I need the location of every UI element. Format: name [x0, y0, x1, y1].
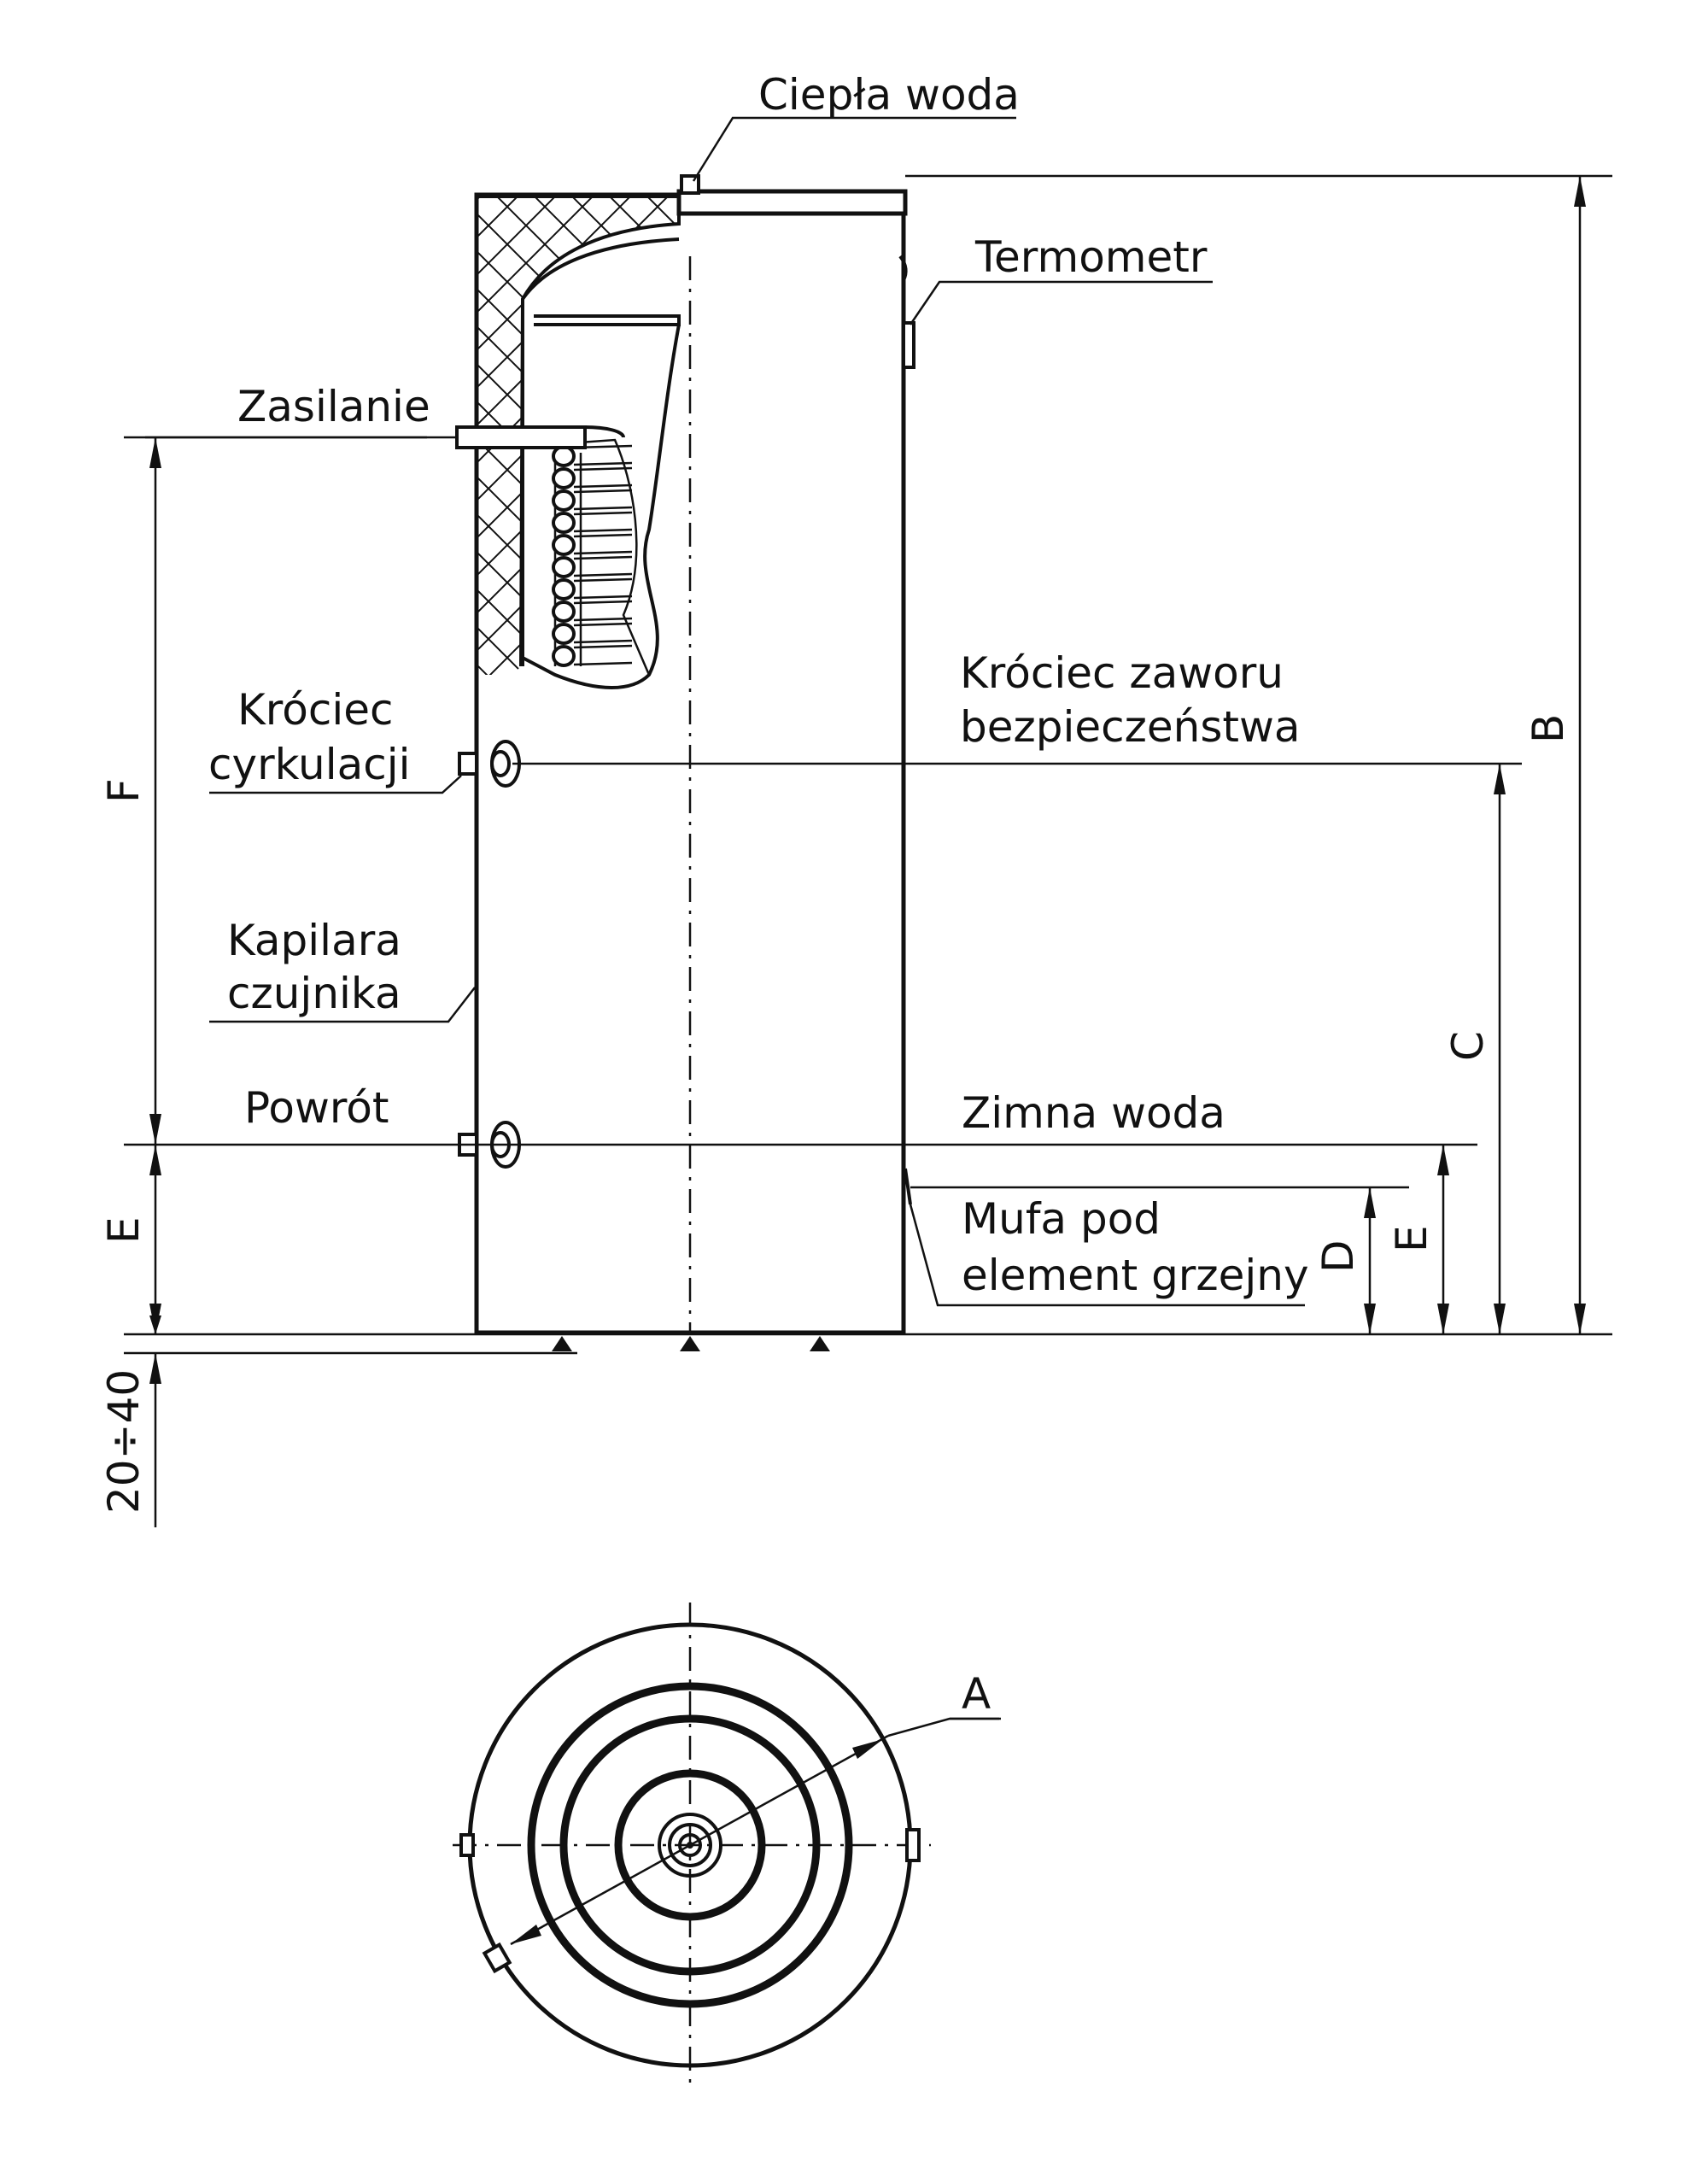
- dim-label-E-left: E: [99, 1216, 149, 1244]
- top-view: [453, 1603, 1001, 2083]
- reference-lines: [124, 116, 1612, 1355]
- dimension-lines: [149, 176, 1586, 1527]
- heater-muff: [904, 1168, 912, 1205]
- label-sensor-line1: Kapilara: [227, 916, 401, 965]
- label-safety-valve-line1: Króciec zaworu: [960, 648, 1284, 698]
- dim-label-B: B: [1524, 714, 1573, 743]
- inner-ring-3: [614, 1769, 766, 1921]
- coil-turn: [573, 533, 633, 555]
- circulation-connector: [458, 740, 521, 788]
- coil-turn: [573, 644, 633, 666]
- label-circulation-line2: cyrkulacji: [208, 740, 411, 789]
- coil-turn: [573, 489, 633, 511]
- dim-label-C: C: [1443, 1031, 1493, 1061]
- inner-ring-4: [658, 1813, 722, 1878]
- coil-turn: [573, 511, 633, 533]
- tank-lid: [676, 189, 908, 216]
- label-thermometer: Termometr: [974, 232, 1208, 282]
- coil-turn: [573, 466, 633, 489]
- label-cold-water: Zimna woda: [962, 1088, 1225, 1138]
- coil-loop: [552, 623, 576, 645]
- coil-loop: [552, 578, 576, 601]
- inner-ring-2: [559, 1714, 821, 1976]
- foot-left: [552, 1336, 572, 1351]
- dim-label-F: F: [99, 778, 149, 803]
- label-supply: Zasilanie: [237, 382, 430, 431]
- foot-center: [680, 1336, 700, 1351]
- inner-ring-5: [668, 1823, 712, 1867]
- dim-label-feet: 20÷40: [99, 1369, 149, 1514]
- label-sensor-line2: czujnika: [227, 969, 401, 1018]
- label-heater-line1: Mufa pod: [962, 1194, 1161, 1244]
- label-hot-water: Ciepła woda: [758, 70, 1020, 120]
- top-view-nub-right: [905, 1828, 921, 1862]
- dimension-labels: B C E D F E 20÷40 A: [99, 714, 1573, 1719]
- coil-loop: [552, 645, 576, 667]
- foot-right: [810, 1336, 830, 1351]
- top-view-nub-left: [459, 1833, 475, 1857]
- label-return: Powrót: [244, 1083, 389, 1133]
- coil-turn: [573, 622, 633, 644]
- coil-loop: [552, 556, 576, 578]
- coil-loop: [552, 489, 576, 512]
- labels: Ciepła woda Termometr Zasilanie Króciec …: [208, 70, 1309, 1300]
- label-heater-line2: element grzejny: [962, 1251, 1309, 1300]
- dim-label-D: D: [1313, 1239, 1363, 1273]
- inner-ring-1: [527, 1682, 853, 2008]
- coil-turn: [573, 555, 633, 577]
- label-circulation-line1: Króciec: [237, 685, 393, 735]
- dim-label-E-right: E: [1387, 1225, 1436, 1252]
- label-safety-valve-line2: bezpieczeństwa: [960, 702, 1301, 752]
- coil-loop: [552, 601, 576, 623]
- coil-loop: [552, 512, 576, 534]
- coil-turn: [573, 600, 633, 622]
- coil-loop: [552, 534, 576, 556]
- coil-turn: [573, 577, 633, 600]
- heating-coil: [552, 444, 633, 667]
- supply-pipe: [455, 425, 587, 449]
- dim-label-A: A: [962, 1669, 991, 1719]
- top-view-nub-lower-left: [482, 1942, 512, 1974]
- center-ring: [678, 1833, 702, 1857]
- coil-loop: [552, 445, 576, 467]
- coil-loop: [552, 467, 576, 489]
- thermometer-port: [902, 321, 915, 369]
